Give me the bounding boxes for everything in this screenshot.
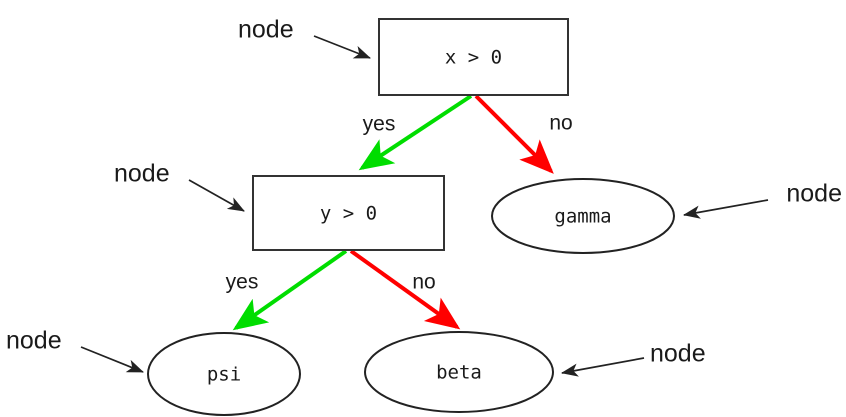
node-gamma-shape: [491, 178, 675, 254]
node-root-shape: [378, 18, 569, 96]
node-inner-label: y > 0: [320, 203, 377, 225]
node-beta[interactable]: beta: [364, 331, 554, 413]
node-beta-label: beta: [436, 362, 482, 384]
node-gamma-label: gamma: [554, 206, 611, 228]
edge-root-yes[interactable]: [358, 94, 473, 171]
node-psi-label: psi: [207, 364, 241, 386]
annotation-root: node: [238, 16, 371, 59]
node-root[interactable]: x > 0: [378, 18, 569, 96]
node-beta-shape: [364, 331, 554, 413]
annotation-gamma-leader: [682, 199, 769, 219]
edge-label-inner-no: no: [412, 271, 435, 294]
edge-label-root-no: no: [549, 112, 572, 135]
edge-inner-yes-line: [232, 249, 348, 331]
edge-label-root-yes: yes: [363, 113, 396, 136]
annotation-root-label: node: [238, 16, 294, 44]
annotation-beta-label: node: [650, 340, 706, 368]
annotation-root-leader: [313, 35, 371, 59]
edge-root-no[interactable]: [474, 94, 554, 174]
edge-inner-no[interactable]: [349, 249, 461, 330]
annotations: node node node node node: [6, 16, 842, 377]
annotation-psi-label: node: [6, 327, 62, 355]
annotation-inner: node: [114, 160, 245, 212]
nodes: x > 0 y > 0 gamma psi beta: [147, 18, 675, 416]
node-root-label: x > 0: [445, 47, 502, 69]
edge-labels: yes no yes no: [226, 112, 573, 294]
annotation-psi: node: [6, 327, 144, 373]
node-psi-shape: [147, 332, 301, 416]
edge-label-inner-yes: yes: [226, 271, 259, 294]
edge-root-no-line: [474, 94, 554, 174]
annotation-beta: node: [560, 340, 706, 377]
edge-inner-no-line: [349, 249, 461, 330]
edge-inner-yes[interactable]: [232, 249, 348, 331]
tree-edges: [232, 94, 554, 331]
node-inner[interactable]: y > 0: [252, 175, 445, 251]
node-inner-shape: [252, 175, 445, 251]
edge-root-yes-line: [358, 94, 473, 171]
annotation-beta-leader: [560, 357, 645, 377]
annotation-psi-leader: [80, 346, 144, 373]
node-psi[interactable]: psi: [147, 332, 301, 416]
annotation-gamma: node: [682, 180, 842, 219]
annotation-inner-label: node: [114, 160, 170, 188]
node-gamma[interactable]: gamma: [491, 178, 675, 254]
annotation-gamma-label: node: [786, 180, 842, 208]
annotation-inner-leader: [188, 179, 245, 212]
